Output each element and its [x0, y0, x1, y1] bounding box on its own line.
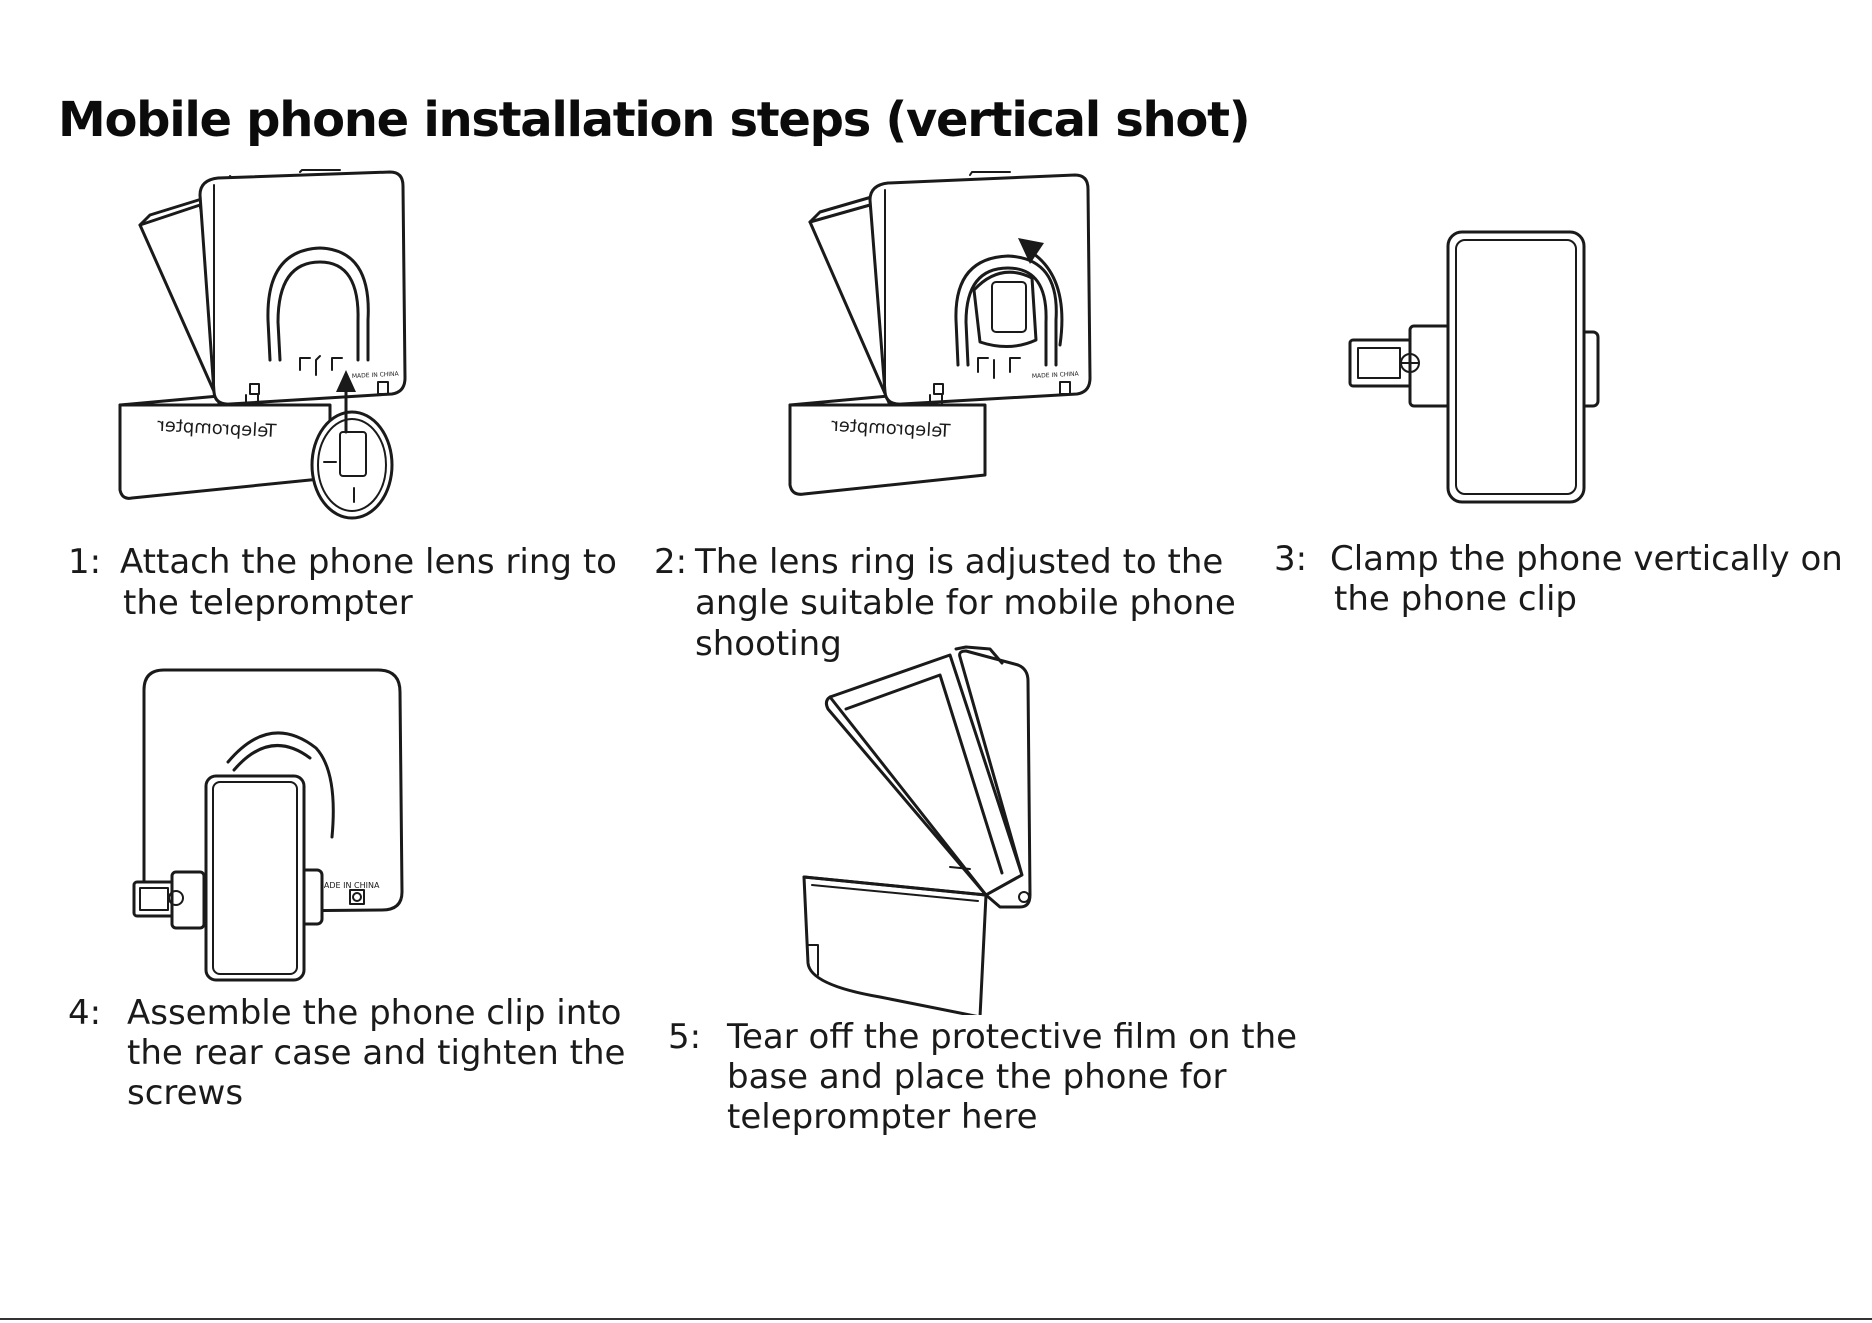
- step-4-made-in-label: MADE IN CHINA: [317, 881, 380, 890]
- step-2-text-line-2: angle suitable for mobile phone: [695, 583, 1236, 623]
- step-3-number: 3:: [1274, 539, 1308, 579]
- bottom-rule: [0, 1318, 1872, 1320]
- step-5-text-line-1: Tear off the protective film on the: [727, 1017, 1298, 1057]
- step-3-text-line-1: Clamp the phone vertically on: [1330, 539, 1843, 579]
- step-5-text-line-3: teleprompter here: [727, 1097, 1038, 1137]
- step-1-made-in-label: MADE IN CHINA: [352, 371, 400, 380]
- step-1-text-line-1: Attach the phone lens ring to: [120, 542, 617, 582]
- step-1-illustration: Teleprompter MADE IN CHINA: [118, 169, 407, 520]
- step-2-number: 2:: [654, 542, 688, 582]
- step-5-number: 5:: [668, 1017, 702, 1057]
- step-1-text-line-2: the teleprompter: [123, 583, 413, 623]
- step-2-text-line-3: shooting: [695, 624, 842, 664]
- step-4-text-line-1: Assemble the phone clip into: [127, 993, 622, 1033]
- step-4-number: 4:: [68, 993, 102, 1033]
- step-5-text-line-2: base and place the phone for: [727, 1057, 1227, 1097]
- step-3-illustration: [1348, 230, 1600, 504]
- step-4-text-line-3: screws: [127, 1073, 244, 1113]
- step-3-text-line-2: the phone clip: [1334, 579, 1577, 619]
- step-5-illustration: [802, 645, 1032, 1015]
- step-4-text-line-2: the rear case and tighten the: [127, 1033, 626, 1073]
- step-2-illustration: Teleprompter MADE IN CHINA: [788, 171, 1092, 496]
- step-4-illustration: MADE IN CHINA: [132, 668, 404, 982]
- step-2-made-in-label: MADE IN CHINA: [1032, 371, 1080, 380]
- page-title: Mobile phone installation steps (vertica…: [58, 92, 1251, 148]
- step-2-text-line-1: The lens ring is adjusted to the: [695, 542, 1224, 582]
- step-1-number: 1:: [68, 542, 102, 582]
